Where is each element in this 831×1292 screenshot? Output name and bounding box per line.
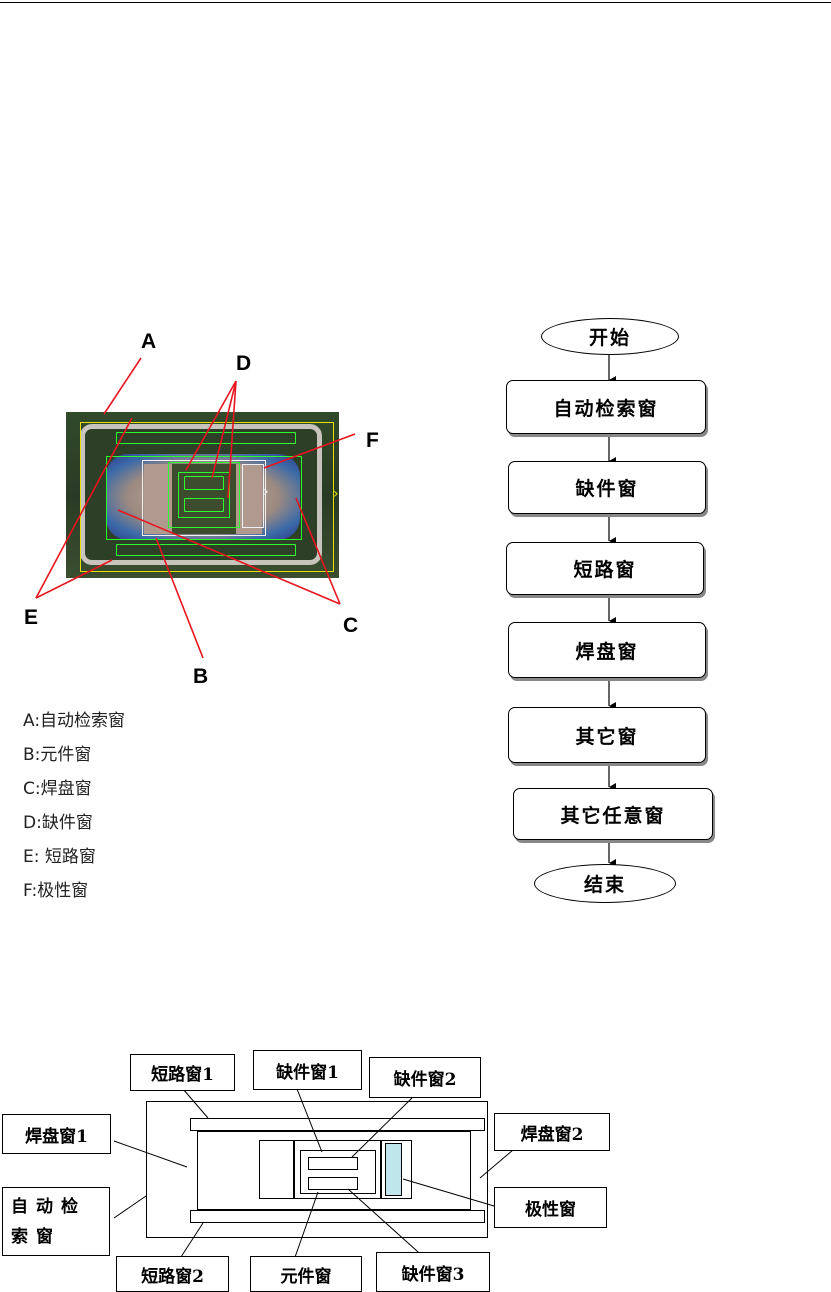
label-missing-window-1: 缺件窗1 [253, 1050, 362, 1090]
label-pad-window-2: 焊盘窗2 [494, 1113, 610, 1151]
leader-short-2 [179, 1223, 203, 1260]
leader-pad-2 [480, 1150, 513, 1178]
leader-missing-2 [352, 1098, 412, 1157]
label-auto-search-line-1: 自动检 [11, 1192, 86, 1222]
leader-missing-3 [348, 1189, 427, 1260]
label-auto-search-window: 自动检 索窗 [2, 1187, 110, 1256]
leader-missing-1 [297, 1089, 322, 1152]
label-short-window-1: 短路窗1 [130, 1054, 235, 1091]
label-auto-search-line-2: 索窗 [11, 1222, 61, 1252]
leader-short-1 [183, 1089, 208, 1118]
leader-auto-search [114, 1196, 146, 1218]
label-short-window-2: 短路窗2 [116, 1256, 229, 1292]
label-component-window: 元件窗 [250, 1256, 362, 1292]
leader-pad-1 [114, 1141, 187, 1167]
label-missing-window-2: 缺件窗2 [369, 1057, 481, 1098]
leader-component [294, 1192, 318, 1260]
label-polarity-window: 极性窗 [494, 1187, 607, 1228]
label-pad-window-1: 焊盘窗1 [2, 1114, 111, 1154]
label-missing-window-3: 缺件窗3 [376, 1252, 490, 1292]
leader-polarity [403, 1179, 494, 1206]
